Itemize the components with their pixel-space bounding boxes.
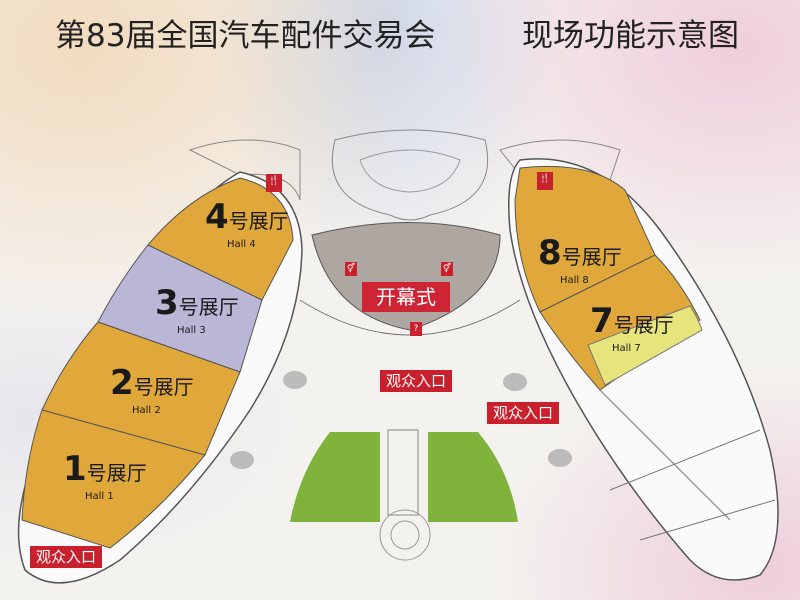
hall-7-label: 7号展厅 Hall 7 [590, 301, 674, 355]
info-icon: ? [410, 322, 422, 336]
hall-name: 号展厅 [86, 461, 147, 485]
hall-name: 号展厅 [178, 295, 239, 319]
hall-number: 1 [63, 449, 87, 489]
restroom-icon: ⚥ [345, 262, 357, 276]
opening-ceremony-label: 开幕式 [362, 282, 450, 312]
hall-number: 7 [590, 301, 614, 341]
hall-name: 号展厅 [133, 375, 194, 399]
entrance-left: 观众入口 [30, 546, 103, 568]
hall-8-label: 8号展厅 Hall 8 [538, 233, 622, 287]
canopy-left [188, 139, 301, 201]
green-area-right [428, 432, 518, 522]
hall-3-label: 3号展厅 Hall 3 [155, 283, 239, 337]
hall-english: Hall 2 [132, 405, 161, 417]
hall-number: 3 [155, 283, 179, 323]
hall-number: 8 [538, 233, 562, 273]
restaurant-icon: 🍴 [537, 172, 553, 190]
hall-english: Hall 3 [177, 325, 206, 337]
hall-4-label: 4号展厅 Hall 4 [205, 197, 289, 251]
hall-name: 号展厅 [613, 313, 674, 337]
central-roof [331, 129, 489, 221]
page-subtitle: 现场功能示意图 [522, 18, 739, 54]
right-wing-lines [599, 389, 776, 541]
hall-7-highlight [587, 305, 703, 386]
hall-english: Hall 7 [612, 343, 641, 355]
hall-name: 号展厅 [561, 245, 622, 269]
hall-1-label: 1号展厅 Hall 1 [63, 449, 147, 503]
hall-1-area [21, 409, 206, 549]
hall-number: 2 [110, 363, 134, 403]
hall-number: 4 [205, 197, 229, 237]
central-roof-inner [359, 149, 461, 193]
restroom-icon: ⚥ [441, 262, 453, 276]
hall-2-label: 2号展厅 Hall 2 [110, 363, 194, 417]
page-title: 第83届全国汽车配件交易会 [55, 18, 436, 54]
hall-name: 号展厅 [228, 209, 289, 233]
hall-english: Hall 4 [227, 239, 256, 251]
restaurant-icon: 🍴 [266, 174, 282, 192]
entrance-center: 观众入口 [380, 370, 453, 392]
green-area-left [290, 432, 380, 522]
opening-plaza [311, 222, 501, 331]
entrance-right: 观众入口 [487, 402, 560, 424]
hall-english: Hall 8 [560, 275, 589, 287]
hall-english: Hall 1 [85, 491, 114, 503]
